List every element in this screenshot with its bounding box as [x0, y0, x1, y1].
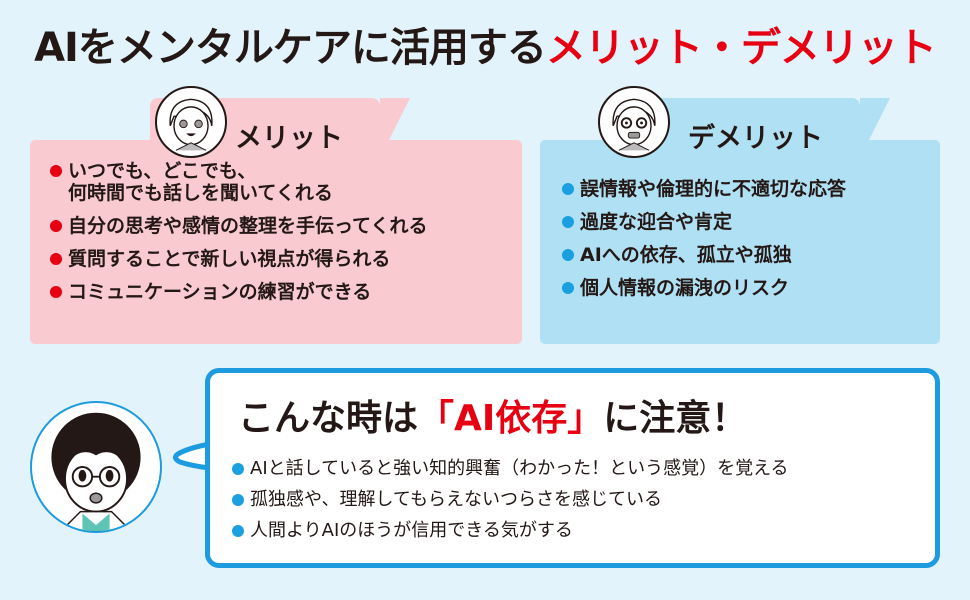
speech-tail-icon: [172, 441, 214, 471]
bullet-icon: [232, 525, 244, 537]
merit-body: [30, 140, 522, 344]
merit-label: メリット: [235, 123, 343, 154]
list-item: 誤情報や倫理的に不適切な応答: [562, 178, 846, 200]
bullet-icon: [562, 282, 574, 294]
demerit-panel: デメリット 誤情報や倫理的に不適切な応答 過度な迎合や肯定 AIへの依存、孤立や…: [540, 86, 940, 344]
list-item: コミュニケーションの練習ができる: [50, 281, 427, 303]
bullet-icon: [562, 183, 574, 195]
list-item: 人間よりAIのほうが信用できる気がする: [232, 520, 789, 542]
bullet-icon: [562, 216, 574, 228]
warning-list: AIと話していると強い知的興奮（わかった！という感覚）を覚える 孤独感や、理解し…: [232, 458, 789, 551]
bullet-icon: [562, 249, 574, 261]
demerit-body: [540, 140, 940, 344]
list-item: 過度な迎合や肯定: [562, 211, 846, 233]
bullet-icon: [50, 165, 62, 177]
bullet-icon: [50, 253, 62, 265]
warning-highlight: 「AI依存」: [418, 398, 604, 439]
demerit-list: 誤情報や倫理的に不適切な応答 過度な迎合や肯定 AIへの依存、孤立や孤独 個人情…: [562, 178, 846, 310]
list-item: 質問することで新しい視点が得られる: [50, 248, 427, 270]
list-item: AIへの依存、孤立や孤独: [562, 244, 846, 266]
bullet-icon: [50, 220, 62, 232]
list-item: 個人情報の漏洩のリスク: [562, 277, 846, 299]
demerit-label: デメリット: [688, 123, 823, 154]
merit-panel: メリット いつでも、どこでも、何時間でも話しを聞いてくれる 自分の思考や感情の整…: [30, 86, 522, 344]
list-item: 自分の思考や感情の整理を手伝ってくれる: [50, 215, 427, 237]
merit-list: いつでも、どこでも、何時間でも話しを聞いてくれる 自分の思考や感情の整理を手伝っ…: [50, 160, 427, 314]
bullet-icon: [232, 463, 244, 475]
bullet-icon: [232, 494, 244, 506]
list-item: 孤独感や、理解してもらえないつらさを感じている: [232, 489, 789, 511]
page-title: AIをメンタルケアに活用するメリット・デメリット: [0, 20, 970, 76]
title-highlight: メリット・デメリット: [545, 25, 937, 71]
list-item: AIと話していると強い知的興奮（わかった！という感覚）を覚える: [232, 458, 789, 480]
list-item: いつでも、どこでも、何時間でも話しを聞いてくれる: [50, 160, 427, 204]
warning-heading: こんな時は「AI依存」に注意！: [238, 398, 748, 439]
warning-callout: こんな時は「AI依存」に注意！ AIと話していると強い知的興奮（わかった！という…: [205, 368, 940, 568]
bullet-icon: [50, 286, 62, 298]
title-prefix: AIをメンタルケアに活用する: [34, 25, 547, 71]
worried-woman-avatar-icon: [598, 86, 670, 158]
glasses-person-avatar-icon: [30, 401, 162, 533]
smiling-woman-avatar-icon: [155, 86, 227, 158]
